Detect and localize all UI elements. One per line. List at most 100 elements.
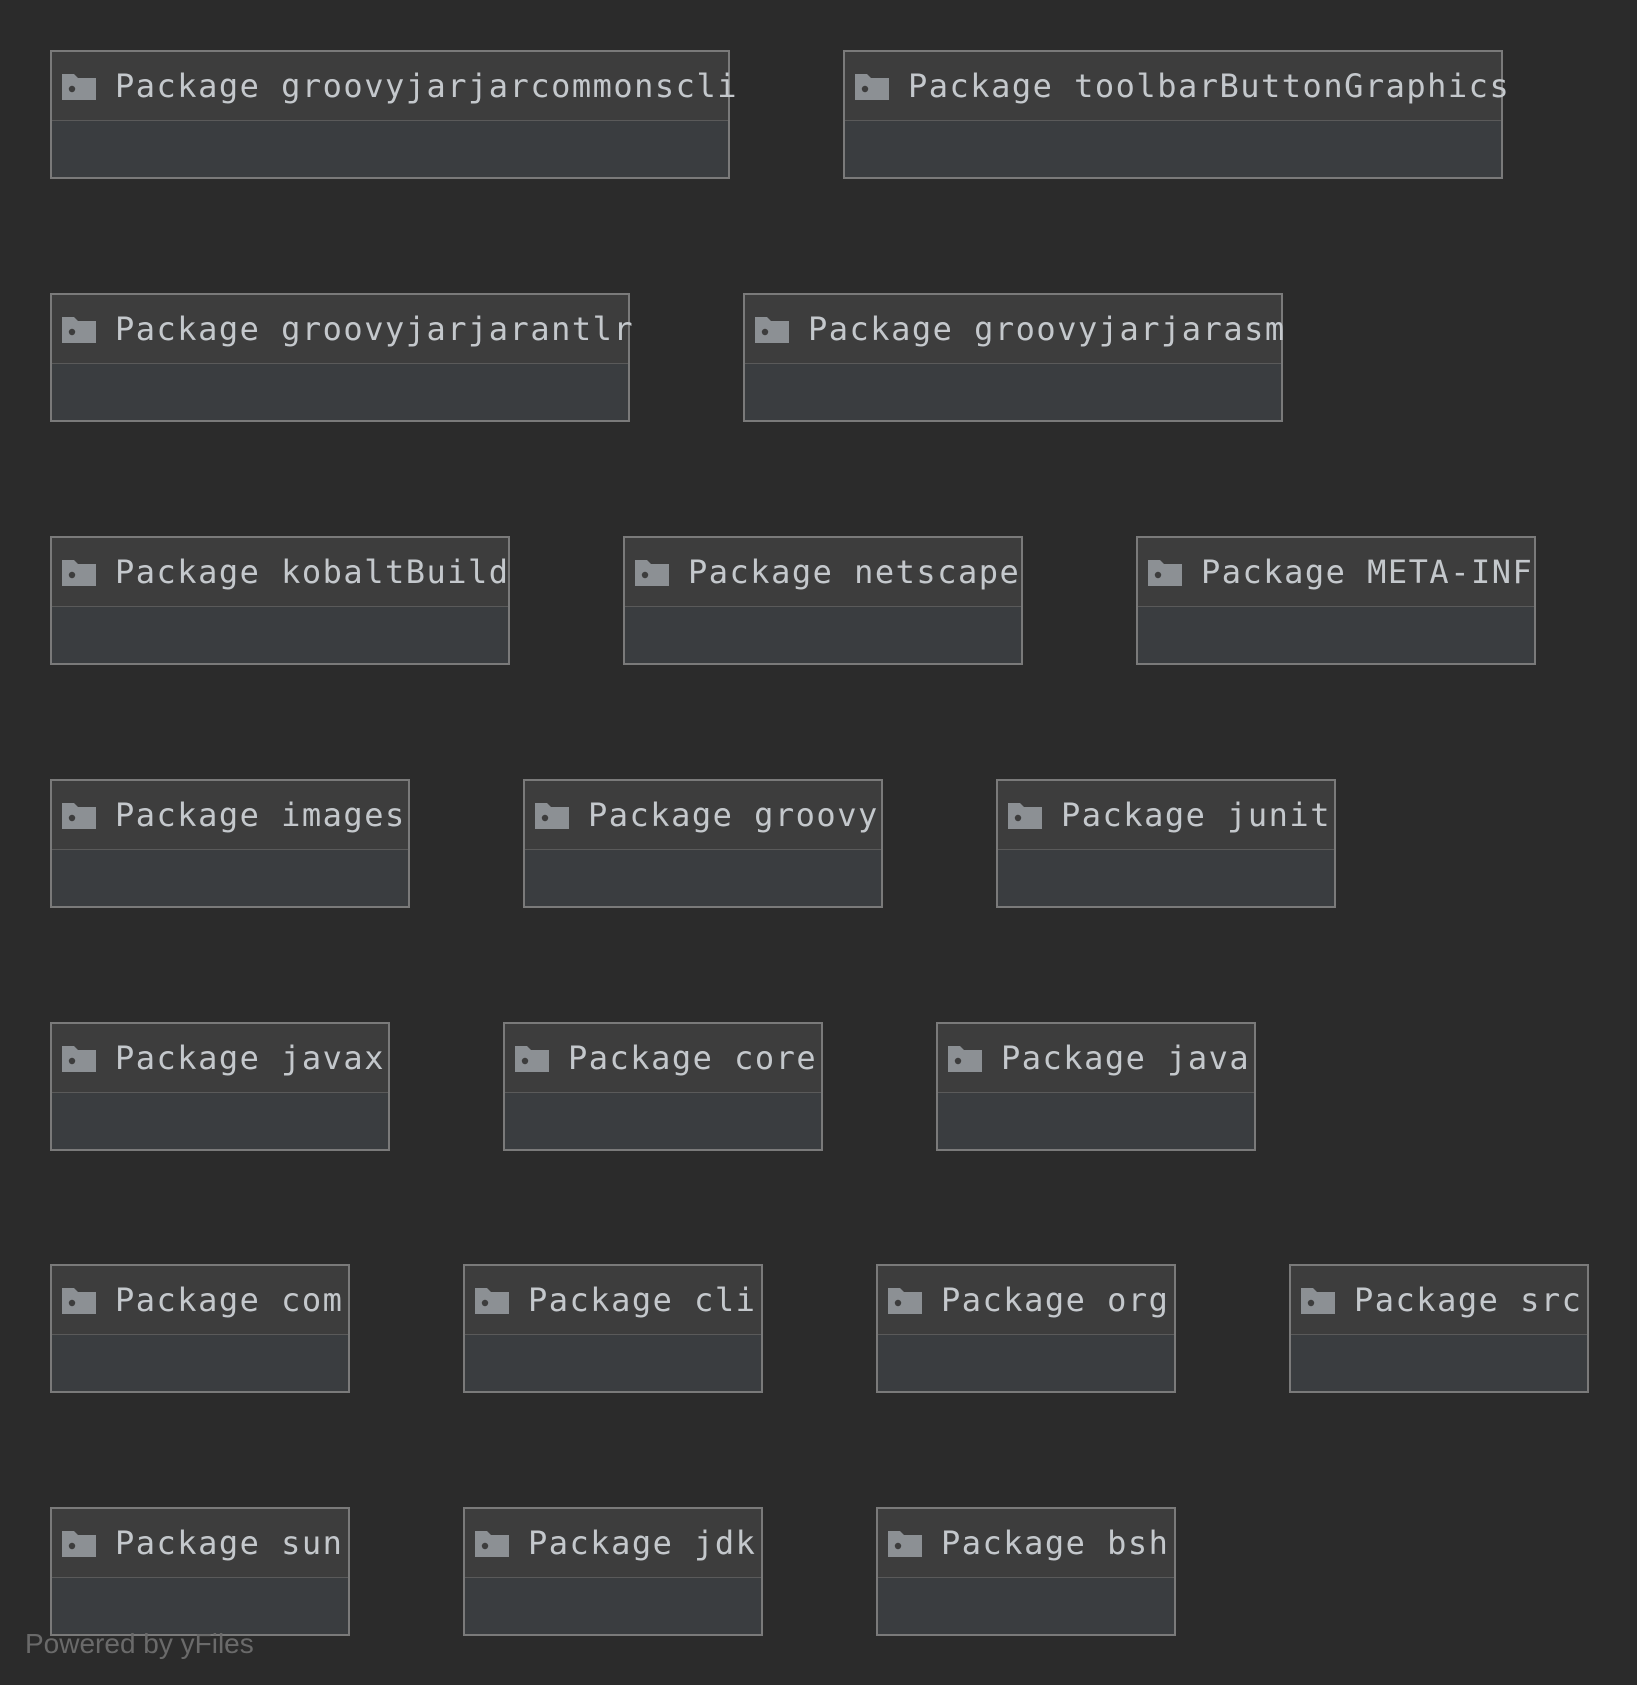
folder-icon: [61, 71, 97, 101]
package-title: Package javax: [115, 1039, 385, 1077]
package-title: Package groovyjarjarcommonscli: [115, 67, 738, 105]
package-title: Package groovy: [588, 796, 879, 834]
package-header: Package images: [52, 781, 408, 850]
package-header: Package com: [52, 1266, 348, 1335]
folder-icon: [1007, 800, 1043, 830]
package-title: Package jdk: [528, 1524, 757, 1562]
package-node-groovyjarjarcommonscli[interactable]: Package groovyjarjarcommonscli: [50, 50, 736, 179]
package-header: Package groovyjarjarcommonscli: [52, 52, 736, 121]
package-node-sun[interactable]: Package sun: [50, 1507, 350, 1636]
folder-icon: [887, 1528, 923, 1558]
package-header: Package junit: [998, 781, 1334, 850]
package-node-src[interactable]: Package src: [1289, 1264, 1589, 1393]
package-header: Package groovyjarjarantlr: [52, 295, 633, 364]
package-title: Package src: [1354, 1281, 1583, 1319]
package-header: Package jdk: [465, 1509, 761, 1578]
package-node-javax[interactable]: Package javax: [50, 1022, 390, 1151]
package-title: Package com: [115, 1281, 344, 1319]
package-header: Package bsh: [878, 1509, 1174, 1578]
package-body: [878, 1335, 1174, 1391]
folder-icon: [61, 314, 97, 344]
package-header: Package groovyjarjarasm: [745, 295, 1284, 364]
package-title: Package kobaltBuild: [115, 553, 510, 591]
package-title: Package cli: [528, 1281, 757, 1319]
package-node-groovy[interactable]: Package groovy: [523, 779, 883, 908]
package-node-com[interactable]: Package com: [50, 1264, 350, 1393]
folder-icon: [1300, 1285, 1336, 1315]
folder-icon: [61, 800, 97, 830]
package-body: [845, 121, 1501, 177]
package-body: [998, 850, 1334, 906]
folder-icon: [514, 1043, 550, 1073]
folder-icon: [887, 1285, 923, 1315]
package-node-bsh[interactable]: Package bsh: [876, 1507, 1176, 1636]
package-header: Package cli: [465, 1266, 761, 1335]
package-title: Package groovyjarjarantlr: [115, 310, 635, 348]
package-body: [52, 607, 508, 663]
powered-by-label: Powered by yFiles: [25, 1628, 254, 1659]
package-title: Package META-INF: [1201, 553, 1534, 591]
package-node-jdk[interactable]: Package jdk: [463, 1507, 763, 1636]
package-node-META-INF[interactable]: Package META-INF: [1136, 536, 1536, 665]
package-header: Package toolbarButtonGraphics: [845, 52, 1509, 121]
folder-icon: [474, 1528, 510, 1558]
package-body: [938, 1093, 1254, 1149]
package-header: Package java: [938, 1024, 1254, 1093]
package-body: [745, 364, 1281, 420]
folder-icon: [754, 314, 790, 344]
folder-icon: [534, 800, 570, 830]
package-node-org[interactable]: Package org: [876, 1264, 1176, 1393]
package-node-netscape[interactable]: Package netscape: [623, 536, 1023, 665]
package-node-java[interactable]: Package java: [936, 1022, 1256, 1151]
package-title: Package bsh: [941, 1524, 1170, 1562]
package-body: [625, 607, 1021, 663]
package-title: Package org: [941, 1281, 1170, 1319]
package-title: Package toolbarButtonGraphics: [908, 67, 1511, 105]
package-node-cli[interactable]: Package cli: [463, 1264, 763, 1393]
package-header: Package javax: [52, 1024, 388, 1093]
package-header: Package sun: [52, 1509, 348, 1578]
package-body: [52, 1093, 388, 1149]
folder-icon: [61, 1043, 97, 1073]
package-header: Package org: [878, 1266, 1174, 1335]
package-node-groovyjarjarasm[interactable]: Package groovyjarjarasm: [743, 293, 1284, 422]
package-node-junit[interactable]: Package junit: [996, 779, 1336, 908]
package-header: Package src: [1291, 1266, 1587, 1335]
package-node-toolbarButtonGraphics[interactable]: Package toolbarButtonGraphics: [843, 50, 1509, 179]
package-body: [465, 1335, 761, 1391]
package-body: [1138, 607, 1534, 663]
folder-icon: [947, 1043, 983, 1073]
package-header: Package core: [505, 1024, 821, 1093]
package-node-images[interactable]: Package images: [50, 779, 410, 908]
package-body: [878, 1578, 1174, 1634]
package-header: Package groovy: [525, 781, 881, 850]
package-node-groovyjarjarantlr[interactable]: Package groovyjarjarantlr: [50, 293, 633, 422]
package-title: Package groovyjarjarasm: [808, 310, 1286, 348]
package-node-kobaltBuild[interactable]: Package kobaltBuild: [50, 536, 510, 665]
package-node-core[interactable]: Package core: [503, 1022, 823, 1151]
package-title: Package images: [115, 796, 406, 834]
folder-icon: [854, 71, 890, 101]
folder-icon: [61, 1285, 97, 1315]
package-body: [525, 850, 881, 906]
package-title: Package core: [568, 1039, 818, 1077]
folder-icon: [61, 557, 97, 587]
package-header: Package netscape: [625, 538, 1021, 607]
folder-icon: [61, 1528, 97, 1558]
package-body: [465, 1578, 761, 1634]
package-title: Package netscape: [688, 553, 1021, 591]
package-body: [52, 1578, 348, 1634]
package-body: [52, 1335, 348, 1391]
package-header: Package META-INF: [1138, 538, 1534, 607]
package-title: Package java: [1001, 1039, 1251, 1077]
folder-icon: [1147, 557, 1183, 587]
package-title: Package junit: [1061, 796, 1331, 834]
package-body: [1291, 1335, 1587, 1391]
package-body: [52, 121, 728, 177]
folder-icon: [474, 1285, 510, 1315]
package-title: Package sun: [115, 1524, 344, 1562]
package-body: [505, 1093, 821, 1149]
package-body: [52, 364, 628, 420]
package-body: [52, 850, 408, 906]
folder-icon: [634, 557, 670, 587]
